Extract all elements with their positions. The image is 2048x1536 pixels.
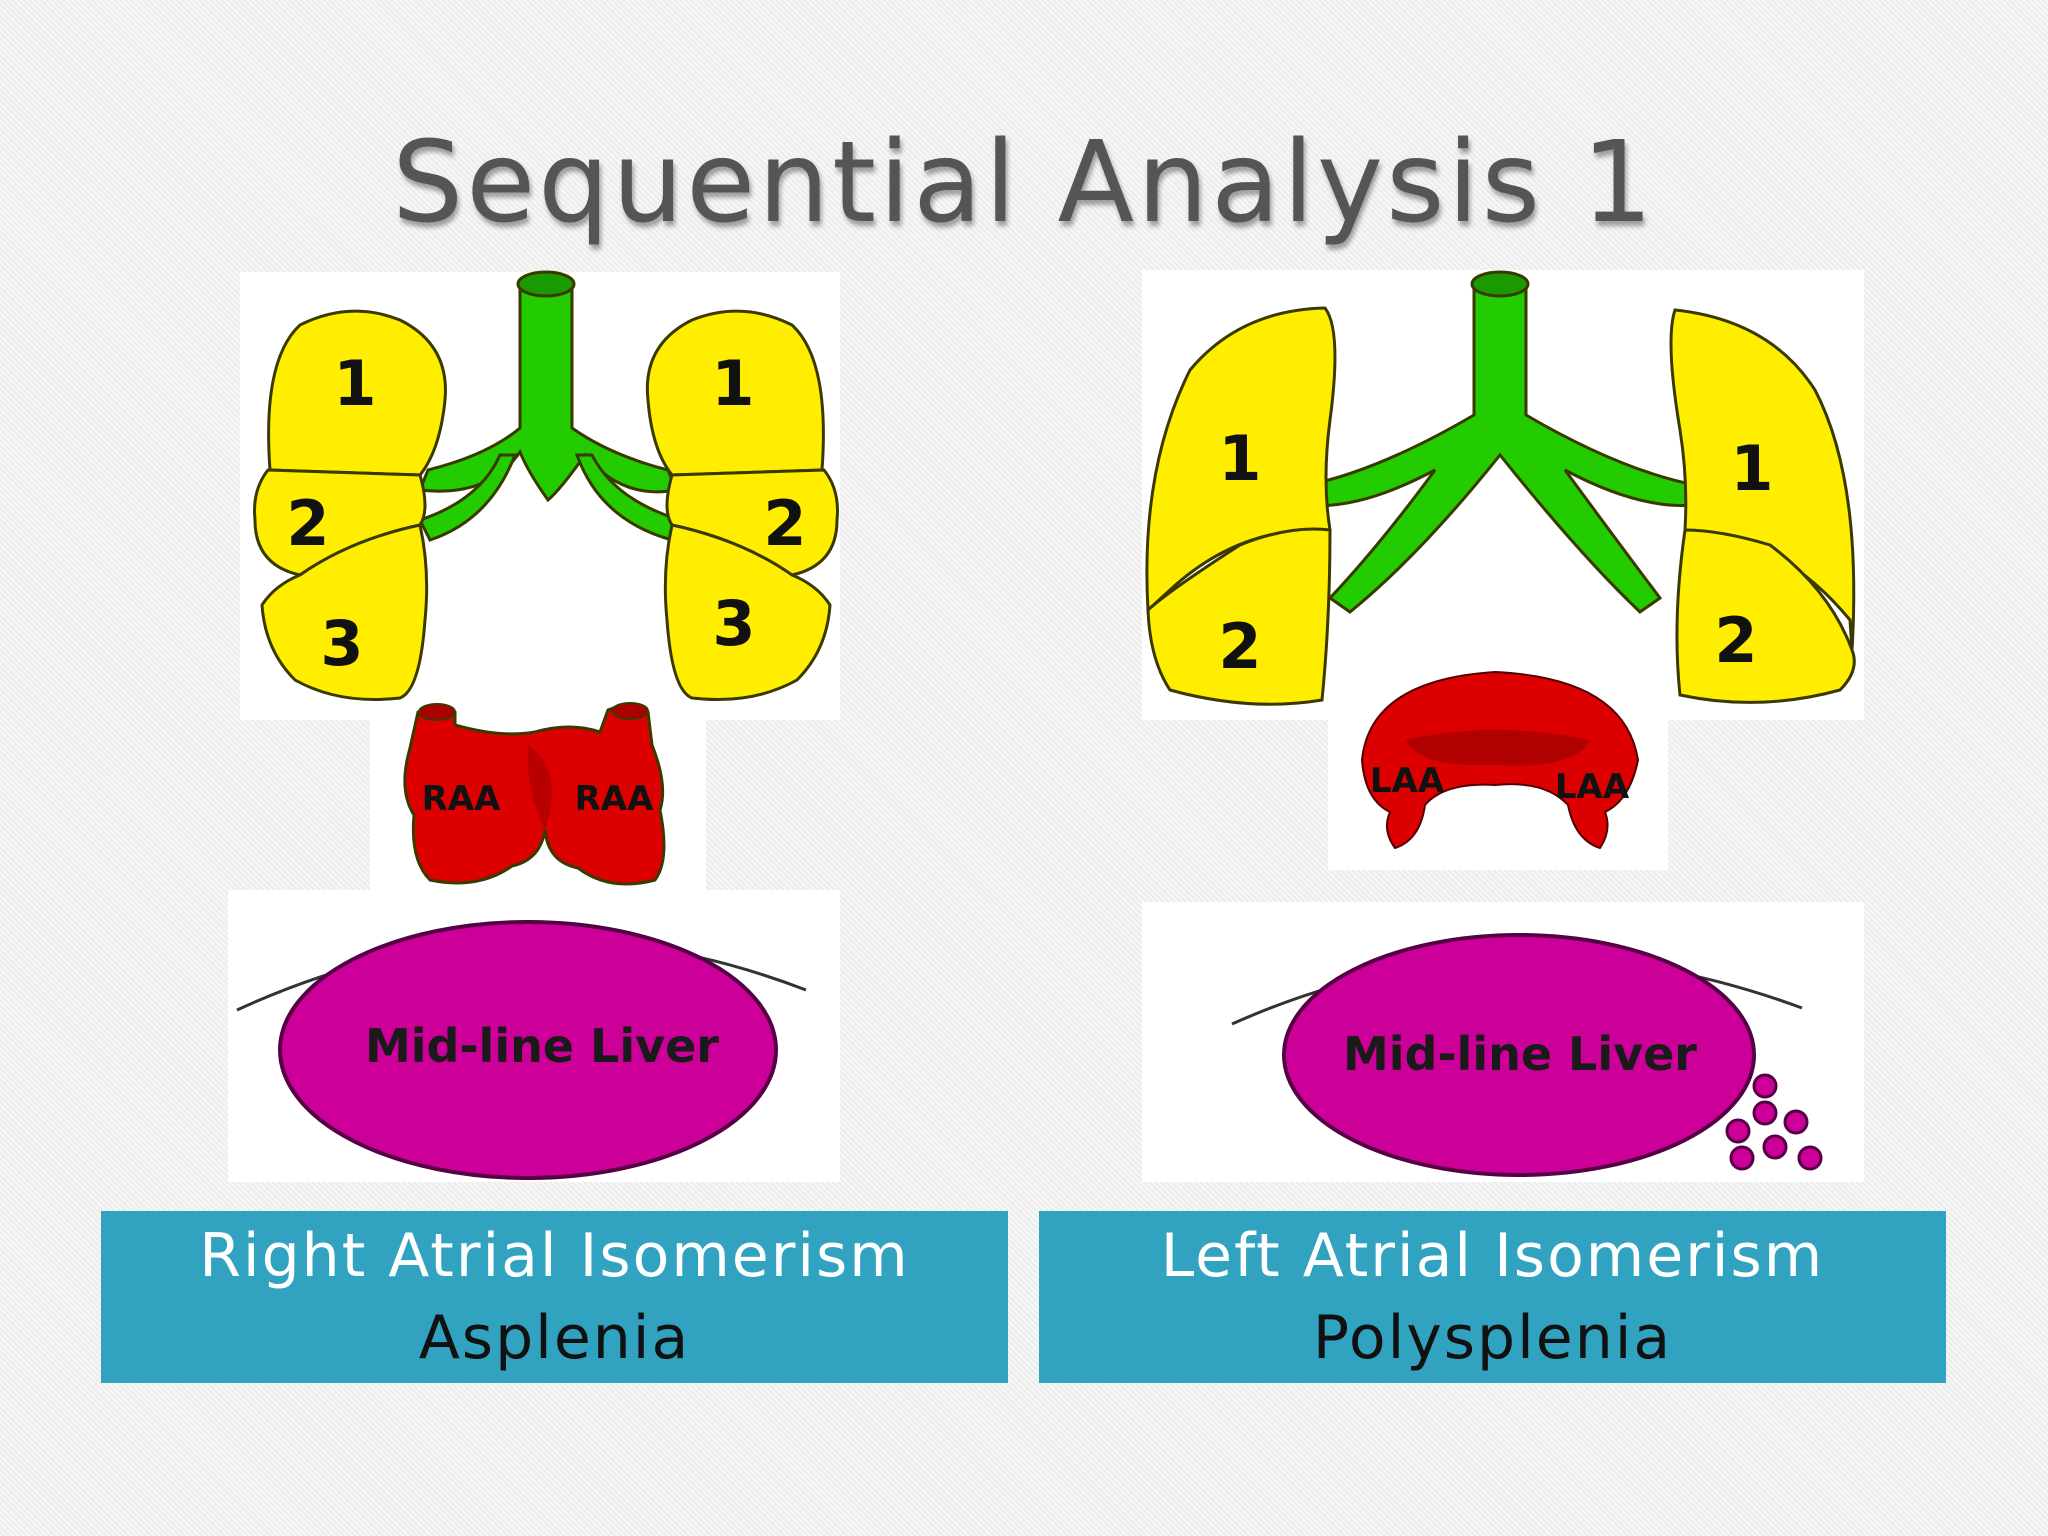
lobe-number: 2 (286, 487, 329, 560)
spleen-nodule (1725, 1118, 1751, 1144)
lung-lobe-1 (267, 309, 447, 477)
atrium-label: RAA (422, 779, 501, 819)
liver-label: Mid-line Liver (1343, 1027, 1697, 1081)
caption-line1: Right Atrial Isomerism (199, 1221, 910, 1291)
lobe-number: 3 (320, 607, 363, 680)
left-bronchial-tree (417, 270, 682, 542)
atrium-label: RAA (575, 779, 654, 819)
liver-shape (1282, 933, 1756, 1177)
right-atria-diagram: LAA LAA (1360, 670, 1640, 850)
lobe-number: 3 (712, 587, 755, 660)
right-panel-lung-b: 1 2 (1669, 308, 1856, 704)
spleen-nodule (1762, 1134, 1788, 1160)
lobe-number: 2 (1218, 610, 1261, 683)
spleen-nodule (1752, 1073, 1778, 1099)
spleen-nodule (1729, 1145, 1755, 1171)
trachea-opening (1470, 270, 1530, 298)
right-liver-diagram: Mid-line Liver (1231, 933, 1823, 1177)
atrium-label: LAA (1555, 767, 1630, 807)
liver-label: Mid-line Liver (365, 1019, 719, 1073)
lobe-number: 1 (1218, 422, 1261, 495)
lobe-number: 1 (1730, 432, 1773, 505)
slide-title: Sequential Analysis 1 (392, 118, 1656, 248)
lung-lobe-1 (645, 309, 825, 477)
lung-lobe-3 (663, 523, 832, 701)
caption-line2: Asplenia (418, 1303, 691, 1373)
right-panel-lung-a: 1 2 (1145, 306, 1337, 706)
polysplenia-spleens (1725, 1073, 1823, 1171)
right-bronchial-tree (1306, 270, 1697, 614)
spleen-nodule (1797, 1145, 1823, 1171)
caption-right-atrial-isomerism: Right Atrial Isomerism Asplenia (101, 1211, 1008, 1383)
lung-lobe-2 (1675, 528, 1856, 704)
liver-shape (278, 920, 778, 1180)
lobe-number: 1 (333, 347, 376, 420)
spleen-nodule (1783, 1109, 1809, 1135)
lobe-number: 2 (1714, 604, 1757, 677)
lung-lobe-2 (1146, 527, 1332, 706)
caption-line2: Polysplenia (1312, 1303, 1673, 1373)
lobe-number: 1 (711, 347, 754, 420)
lung-lobe-3 (260, 523, 429, 701)
left-atria-diagram: RAA RAA (403, 702, 666, 886)
left-panel-lung-a: 1 2 3 (253, 309, 447, 701)
caption-line1: Left Atrial Isomerism (1160, 1221, 1825, 1291)
trachea-opening (516, 270, 576, 298)
caption-left-atrial-isomerism: Left Atrial Isomerism Polysplenia (1039, 1211, 1946, 1383)
left-lungs-diagram: 1 2 3 1 2 3 RAA RAA Mid-line Liver (236, 270, 839, 1180)
lobe-number: 2 (763, 487, 806, 560)
spleen-nodule (1752, 1100, 1778, 1126)
left-panel-lung-b: 1 2 3 (645, 309, 839, 701)
left-liver-diagram: Mid-line Liver (236, 920, 807, 1180)
atrium-label: LAA (1370, 761, 1445, 801)
